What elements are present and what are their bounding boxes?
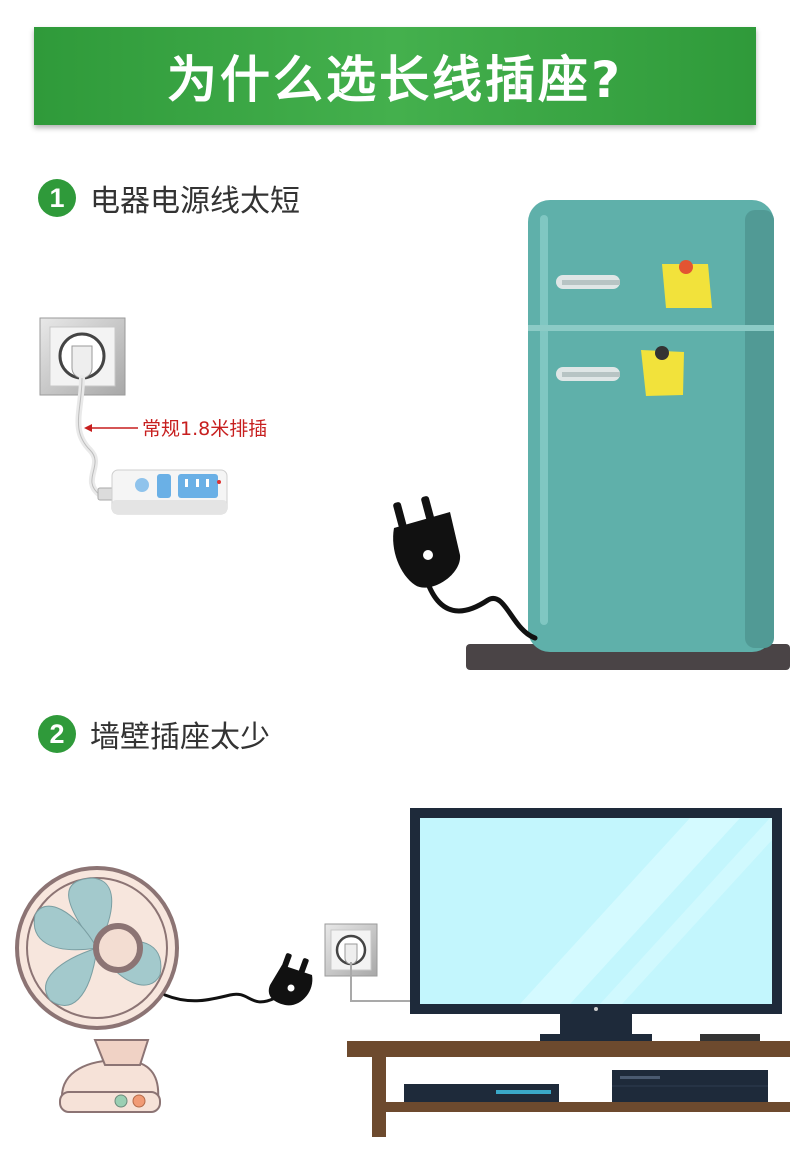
plug-cable-icon: [75, 375, 103, 498]
television-icon: [410, 808, 782, 1041]
tv-stand: [347, 1034, 790, 1137]
header-banner: 为什么选长线插座?: [34, 27, 756, 125]
electric-fan-icon: [15, 866, 179, 1113]
section-2-title: 墙壁插座太少: [90, 720, 270, 755]
set-top-box: [404, 1084, 559, 1102]
callout-arrow-icon: [84, 424, 92, 432]
page-title: 为什么选长线插座?: [166, 51, 623, 109]
magnet-red: [679, 260, 693, 274]
power-strip-callout: 常规1.8米排插: [142, 418, 268, 440]
magnet-black: [655, 346, 669, 360]
section-1-heading: 1 电器电源线太短: [38, 176, 300, 220]
fridge-plug-icon: [393, 496, 538, 641]
section-2-number-badge: 2: [38, 715, 76, 753]
sticky-note-2: [641, 350, 684, 396]
refrigerator-icon: [466, 200, 790, 670]
section-1-number-badge: 1: [38, 179, 76, 217]
wall-socket-2: [324, 923, 410, 1002]
sticky-note-1: [662, 264, 712, 308]
section-1-title: 电器电源线太短: [90, 184, 300, 219]
power-strip-icon: [97, 469, 228, 515]
fan-plug-icon: [163, 953, 313, 1006]
section-2-heading: 2 墙壁插座太少: [38, 712, 270, 756]
